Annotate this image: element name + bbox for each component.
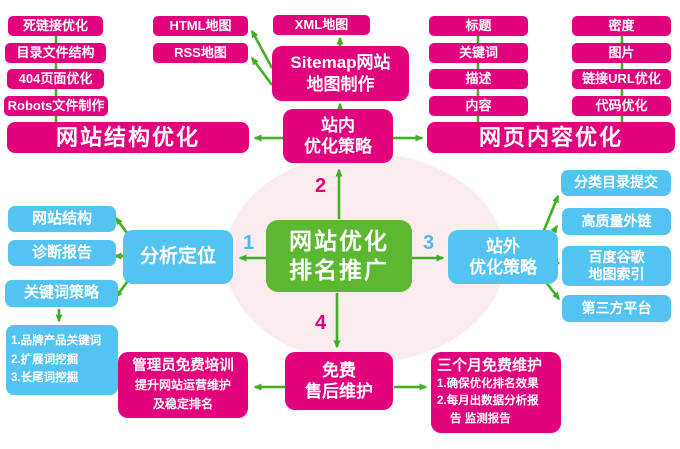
keyword-list-item-3: 3.长尾词挖掘 [11,372,79,385]
node-title-tag: 标题 [429,16,528,36]
map-index-line1: 百度谷歌 [588,248,645,265]
node-404-page-optimization: 404页面优化 [7,69,104,89]
aftersale-line2: 售后维护 [305,382,373,401]
node-images: 图片 [572,43,671,63]
node-diagnosis-report: 诊断报告 [8,240,116,266]
node-dead-link-optimization: 死链接优化 [8,16,103,36]
maintenance-title: 三个月免费维护 [437,357,543,375]
node-robots-file-creation: Robots文件制作 [4,96,108,116]
node-rss-sitemap: RSS地图 [153,43,248,63]
training-line1: 提升网站运营维护 [134,378,231,393]
branch-number-3: 3 [423,232,435,254]
node-description-tag: 描述 [429,69,528,89]
training-line2: 及稳定排名 [152,397,213,412]
node-html-sitemap: HTML地图 [153,16,248,36]
node-code-optimization: 代码优化 [572,96,671,116]
aftersale-line1: 免费 [322,360,356,380]
branch-number-4: 4 [315,312,327,334]
center-line1: 网站优化 [289,228,389,255]
node-keywords-tag: 关键词 [429,43,528,63]
node-keyword-density: 密度 [572,16,671,36]
node-baidu-google-map-index: 百度谷歌 地图索引 [562,246,671,286]
branch-number-2: 2 [315,175,327,197]
node-third-party-platform: 第三方平台 [562,295,671,322]
node-analysis-positioning: 分析定位 [123,230,233,284]
node-keyword-list: 1.品牌产品关键词 2.扩展词挖掘 3.长尾词挖掘 [6,325,118,395]
node-keyword-strategy: 关键词策略 [5,280,118,307]
training-title: 管理员免费培训 [132,358,234,375]
node-free-aftersale-maintenance: 免费 售后维护 [285,352,393,410]
maintenance-line2: 2.每月出数据分析报 [437,395,539,408]
node-directory-file-structure: 目录文件结构 [5,43,106,63]
maintenance-line3: 告 监测报告 [450,412,511,425]
node-quality-backlinks: 高质量外链 [562,208,671,235]
node-sitemap-creation: Sitemap网站 地图制作 [272,46,409,101]
node-content-tag: 内容 [429,96,528,116]
node-three-month-maintenance: 三个月免费维护 1.确保优化排名效果 2.每月出数据分析报 告 监测报告 [431,352,561,433]
map-index-line2: 地图索引 [588,266,645,282]
node-web-content-optimization: 网页内容优化 [427,122,675,153]
center-line2: 排名推广 [289,257,389,283]
node-offsite-strategy: 站外 优化策略 [448,230,558,284]
sitemap-title-line2: 地图制作 [306,74,375,94]
node-link-url-optimization: 链接URL优化 [572,69,671,89]
offsite-title-line2: 优化策略 [469,258,537,277]
keyword-list-item-1: 1.品牌产品关键词 [11,335,102,348]
node-onsite-strategy: 站内 优化策略 [283,109,393,163]
node-directory-submission: 分类目录提交 [561,170,671,196]
node-center-website-optimization: 网站优化 排名推广 [266,220,412,292]
keyword-list-item-2: 2.扩展词挖掘 [11,353,79,366]
onsite-title-line1: 站内 [321,115,355,135]
branch-number-1: 1 [243,232,255,254]
onsite-title-line2: 优化策略 [304,137,372,156]
node-website-structure: 网站结构 [8,206,116,232]
maintenance-line1: 1.确保优化排名效果 [437,378,539,390]
offsite-title-line1: 站外 [486,236,520,256]
node-xml-sitemap: XML地图 [273,15,370,35]
sitemap-title-line1: Sitemap网站 [290,53,391,73]
node-admin-free-training: 管理员免费培训 提升网站运营维护 及稳定排名 [118,352,248,418]
node-site-structure-optimization: 网站结构优化 [7,122,249,153]
